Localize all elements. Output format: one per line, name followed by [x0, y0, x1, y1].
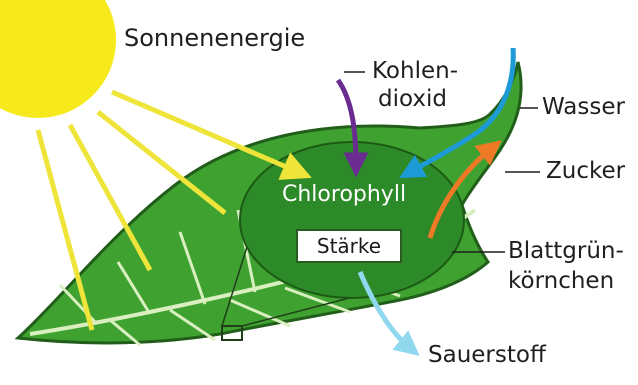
starch-label: Stärke — [296, 229, 402, 263]
sun-label: Sonnenenergie — [124, 24, 305, 52]
co2-label-line1: Kohlen- — [372, 58, 458, 85]
co2-label-line2: dioxid — [378, 86, 447, 113]
chloroplast-label-line2: körnchen — [508, 268, 614, 295]
sun-icon — [0, 0, 116, 118]
water-label: Wasser — [542, 94, 625, 121]
chloroplast-label-line1: Blattgrün- — [508, 238, 624, 265]
chloroplast-ellipse — [240, 142, 464, 298]
sugar-label: Zucker — [546, 158, 625, 185]
oxygen-label: Sauerstoff — [428, 342, 546, 369]
chlorophyll-label: Chlorophyll — [282, 182, 406, 207]
